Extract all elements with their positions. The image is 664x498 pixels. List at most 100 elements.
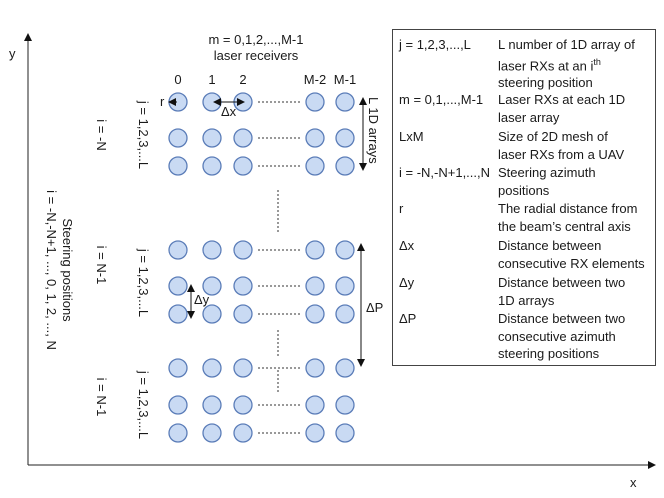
receiver-circle [305, 156, 325, 176]
receiver-circle [233, 423, 253, 443]
group-2-i-label: i = N-1 [94, 246, 109, 285]
group-3-j-label: j = 1,2,3,...L [136, 370, 151, 439]
receiver-circle [305, 240, 325, 260]
l-arrays-label: L 1D arrays [366, 97, 381, 164]
receiver-circle [305, 395, 325, 415]
receiver-circle [305, 92, 325, 112]
receiver-circle [233, 128, 253, 148]
receiver-circle [335, 423, 355, 443]
r-label: r [160, 94, 165, 109]
legend-desc-dp-line-1: Distance between two [498, 311, 626, 326]
column-label-m-2: M-2 [304, 72, 326, 87]
receiver-circle [305, 358, 325, 378]
legend-term-m: m = 0,1,...,M-1 [399, 92, 484, 107]
steering-label-line-2: i = -N,-N+1, ..., 0, 1, 2, ..., N [44, 190, 59, 350]
receiver-circle [168, 128, 188, 148]
legend-desc-dy-line-1: Distance between two [498, 275, 626, 290]
legend-desc-dy: Distance between two 1D arrays [498, 274, 654, 309]
receiver-circle [305, 128, 325, 148]
legend-desc-i: Steering azimuth positions [498, 164, 654, 199]
legend-desc-j: L number of 1D array of laser RXs at an … [498, 36, 654, 92]
legend-term-dx: Δx [399, 238, 415, 253]
legend-desc-j-line-3: steering position [498, 75, 593, 91]
legend-term-i: i = -N,-N+1,...,N [399, 165, 491, 180]
legend-box: j = 1,2,3,...,L L number of 1D array of … [392, 29, 656, 366]
receiver-circle [202, 423, 222, 443]
legend-desc-m: Laser RXs at each 1D laser array [498, 91, 654, 126]
receiver-circle [335, 276, 355, 296]
receiver-circle [335, 358, 355, 378]
row-ellipsis-lines [258, 101, 300, 434]
column-label-m-1: M-1 [334, 72, 356, 87]
legend-desc-dy-line-2: 1D arrays [498, 292, 555, 308]
receiver-circle [335, 304, 355, 324]
legend-desc-r-line-2: the beam’s central axis [498, 218, 631, 234]
receiver-circle [168, 276, 188, 296]
legend-desc-i-line-1: Steering azimuth [498, 165, 596, 180]
legend-desc-i-line-2: positions [498, 182, 550, 198]
receiver-circle [202, 276, 222, 296]
legend-desc-dx: Distance between consecutive RX elements [498, 237, 654, 272]
legend-desc-j-line-1: L number of 1D array of [498, 37, 635, 52]
receiver-circle [335, 156, 355, 176]
receiver-circle [305, 304, 325, 324]
legend-term-j: j = 1,2,3,...,L [399, 37, 471, 52]
legend-desc-dx-line-2: consecutive RX elements [498, 255, 645, 271]
legend-desc-r-line-1: The radial distance from [498, 201, 638, 216]
legend-term-lxm: LxM [399, 129, 424, 144]
legend-desc-dx-line-1: Distance between [498, 238, 602, 253]
legend-desc-dp-line-2: consecutive azimuth [498, 328, 616, 344]
receiver-circle [168, 156, 188, 176]
group-2-j-label: j = 1,2,3,...L [136, 248, 151, 317]
group-3-i-label: i = N-1 [94, 378, 109, 417]
header-line-1: m = 0,1,2,...,M-1 [208, 32, 303, 47]
steering-label-line-1: Steering positions [60, 218, 75, 322]
receiver-circle [233, 304, 253, 324]
legend-desc-lxm-line-1: Size of 2D mesh of [498, 129, 608, 144]
receiver-circle [168, 304, 188, 324]
group-1-j-label: j = 1,2,3,...L [136, 100, 151, 169]
receiver-circle [233, 240, 253, 260]
receiver-circle [233, 276, 253, 296]
legend-desc-m-line-2: laser array [498, 109, 560, 125]
receiver-circle [168, 358, 188, 378]
legend-desc-r: The radial distance from the beam’s cent… [498, 200, 654, 235]
header-line-2: laser receivers [214, 48, 299, 63]
legend-desc-dp-line-3: steering positions [498, 346, 600, 361]
legend-desc-dp: Distance between two consecutive azimuth… [498, 310, 654, 363]
receiver-circle [233, 358, 253, 378]
legend-desc-lxm-line-2: laser RXs from a UAV [498, 146, 625, 162]
receiver-circle [233, 395, 253, 415]
legend-term-dp: ΔP [399, 311, 417, 326]
group-1-i-label: i = -N [94, 119, 109, 150]
column-label-2: 2 [239, 72, 246, 87]
receiver-circle [202, 395, 222, 415]
legend-desc-lxm: Size of 2D mesh of laser RXs from a UAV [498, 128, 654, 163]
receiver-circle [168, 423, 188, 443]
receiver-circle [335, 240, 355, 260]
legend-term-r: r [399, 201, 404, 216]
column-label-0: 0 [174, 72, 181, 87]
receiver-circle [305, 423, 325, 443]
receiver-circle [305, 276, 325, 296]
column-label-1: 1 [208, 72, 215, 87]
receiver-circle [335, 92, 355, 112]
receiver-circle [202, 240, 222, 260]
x-axis-label: x [630, 475, 637, 490]
receiver-circle [335, 395, 355, 415]
receiver-circle [202, 128, 222, 148]
receiver-circle [202, 156, 222, 176]
legend-desc-m-line-1: Laser RXs at each 1D [498, 92, 626, 107]
dp-label: ΔP [366, 300, 383, 315]
receiver-circle [233, 156, 253, 176]
legend-desc-j-line-2: laser RXs at an ith [498, 56, 601, 73]
receiver-circle [168, 395, 188, 415]
dx-label: Δx [221, 104, 237, 119]
receiver-circle [168, 240, 188, 260]
receiver-circle [335, 128, 355, 148]
legend-term-dy: Δy [399, 275, 415, 290]
receiver-circle [202, 358, 222, 378]
dy-label: Δy [194, 292, 210, 307]
y-axis-label: y [9, 46, 16, 61]
